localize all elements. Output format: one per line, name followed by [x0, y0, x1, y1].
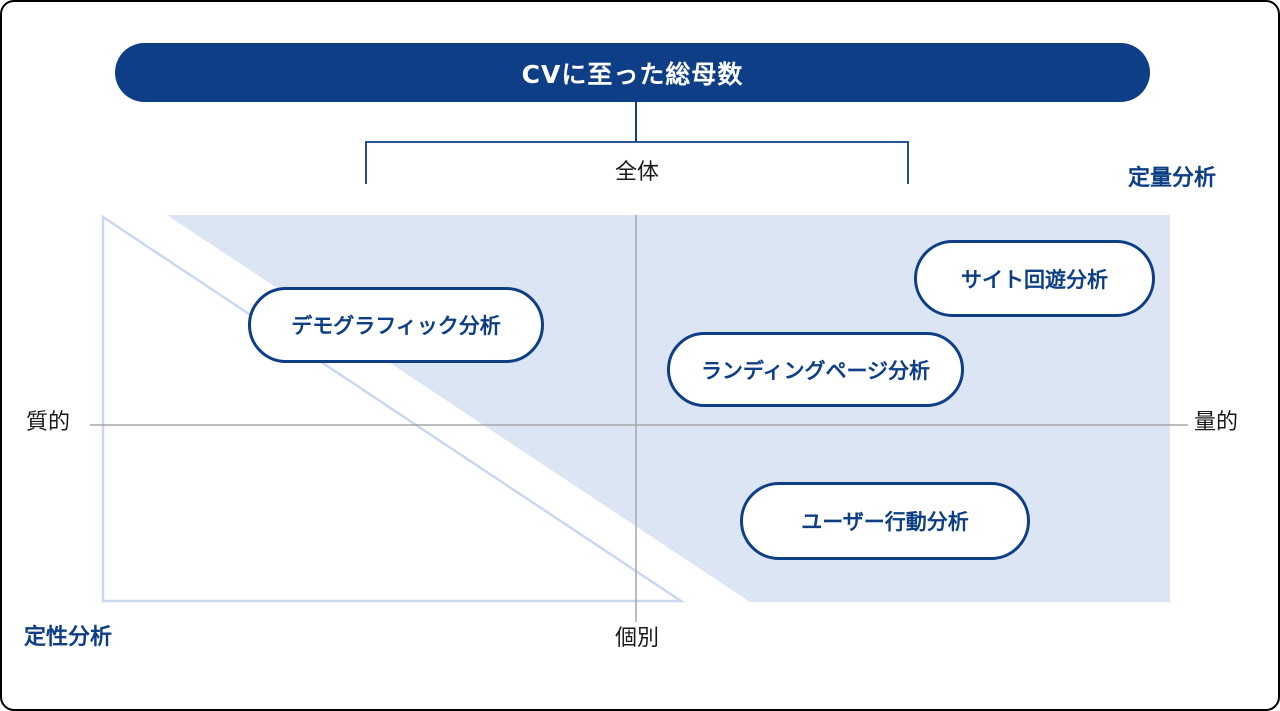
scope-label-individual: 個別 [614, 626, 659, 651]
scope-label-overall: 全体 [614, 160, 659, 185]
node-site-navigation-analysis-label: サイト回遊分析 [961, 267, 1108, 292]
node-user-behavior-analysis: ユーザー行動分析 [740, 482, 1030, 560]
node-landing-page-analysis-label: ランディングページ分析 [700, 358, 931, 383]
axis-label-quantitative: 量的 [1194, 410, 1239, 435]
node-demographic-analysis-label: デモグラフィック分析 [291, 314, 501, 338]
title-banner-label: CVに至った総母数 [521, 59, 744, 89]
scope-bracket [365, 141, 909, 184]
node-demographic-analysis: デモグラフィック分析 [248, 287, 544, 363]
triangle-outline [101, 214, 686, 603]
node-site-navigation-analysis: サイト回遊分析 [914, 240, 1155, 317]
axis-label-qualitative: 質的 [26, 410, 71, 435]
quadrant-label-quantitative-analysis: 定量分析 [1128, 166, 1217, 191]
node-user-behavior-analysis-label: ユーザー行動分析 [801, 510, 969, 534]
title-banner: CVに至った総母数 [115, 43, 1150, 102]
node-landing-page-analysis: ランディングページ分析 [667, 332, 964, 407]
quadrant-label-qualitative-analysis: 定性分析 [24, 625, 113, 650]
